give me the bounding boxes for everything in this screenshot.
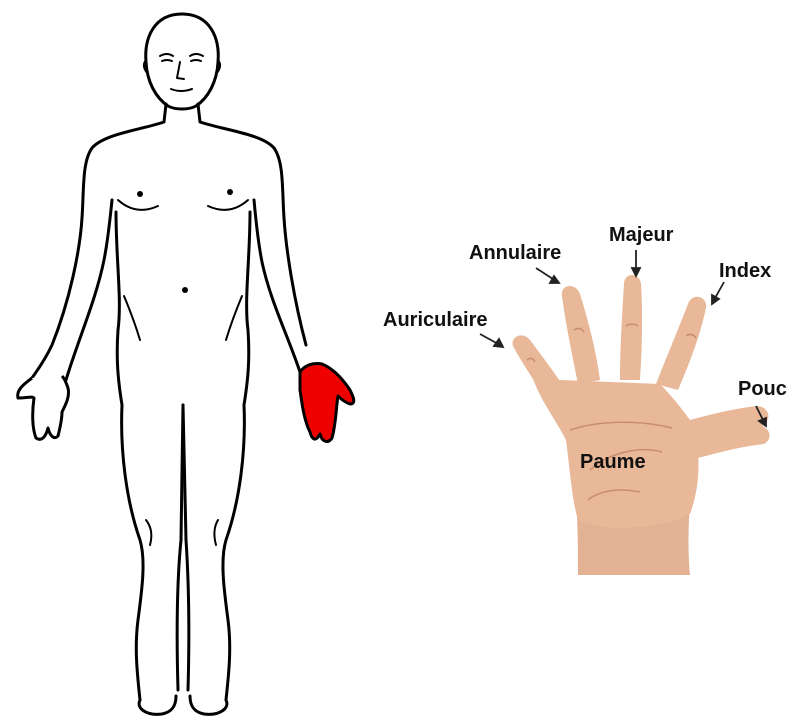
label-index: Index <box>719 261 771 281</box>
label-majeur: Majeur <box>609 225 673 245</box>
finger-index <box>656 297 706 390</box>
hand-photo <box>480 250 770 575</box>
navel <box>182 287 188 293</box>
finger-auriculaire <box>513 335 566 404</box>
finger-annulaire <box>562 286 600 384</box>
left-nipple <box>137 191 143 197</box>
finger-majeur <box>620 275 642 380</box>
head-outline <box>146 14 218 109</box>
label-auriculaire: Auriculaire <box>383 310 487 330</box>
finger-pouce <box>690 420 770 458</box>
label-pouce: Pouc <box>738 379 787 399</box>
label-paume: Paume <box>580 451 646 474</box>
legs-outline <box>122 405 143 700</box>
right-nipple <box>227 189 233 195</box>
body-landmarks <box>137 189 233 293</box>
palm <box>532 376 768 528</box>
body-figure <box>32 14 306 714</box>
open-hand-outline <box>18 376 69 439</box>
torso-outline <box>32 104 166 378</box>
highlighted-hand <box>300 363 354 441</box>
label-annulaire: Annulaire <box>469 243 561 263</box>
face <box>144 54 220 91</box>
